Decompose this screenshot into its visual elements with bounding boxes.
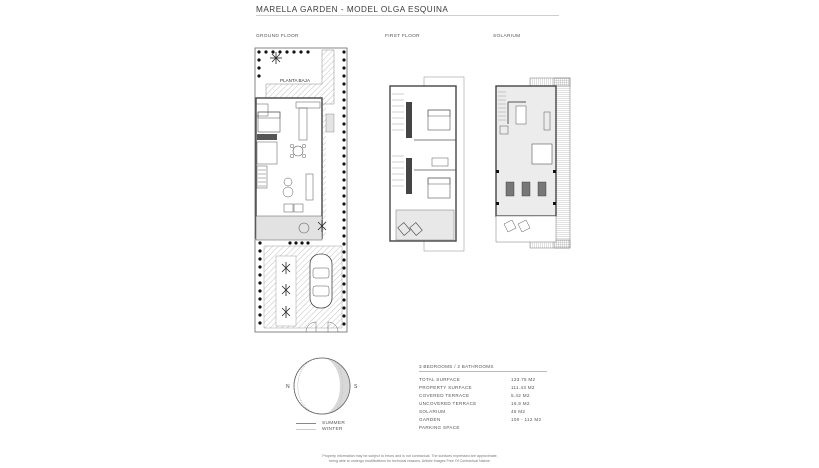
disclaimer: Property information may be subject to e… [322, 454, 498, 463]
first-floor-label: FIRST FLOOR [385, 34, 420, 39]
title-divider [256, 15, 559, 16]
legend-summer: SUMMER [296, 420, 345, 426]
ground-floor-label: GROUND FLOOR [256, 34, 299, 39]
summer-line-icon [296, 422, 316, 424]
legend-winter: WINTER [296, 426, 345, 432]
car-icon [309, 253, 333, 309]
solarium-plan [495, 77, 571, 249]
sun-path-diagram: N S [286, 357, 358, 415]
page-title: MARELLA GARDEN - MODEL OLGA ESQUINA [256, 5, 449, 14]
sun-legend: SUMMER WINTER [296, 420, 345, 432]
planta-baja-text: PLANTA BAJA [280, 78, 311, 83]
south-label: S [354, 384, 358, 390]
winter-line-icon [296, 428, 316, 430]
spec-row: PARKING SPACE [419, 424, 460, 430]
solarium-label: SOLARIUM [493, 34, 521, 39]
ground-floor-plan: PLANTA BAJA [254, 47, 348, 333]
north-label: N [286, 384, 290, 390]
palm-tree-icon [270, 52, 282, 64]
specs-heading: 3 BEDROOMS / 2 BATHROOMS [419, 364, 547, 372]
first-floor-plan [389, 76, 465, 252]
